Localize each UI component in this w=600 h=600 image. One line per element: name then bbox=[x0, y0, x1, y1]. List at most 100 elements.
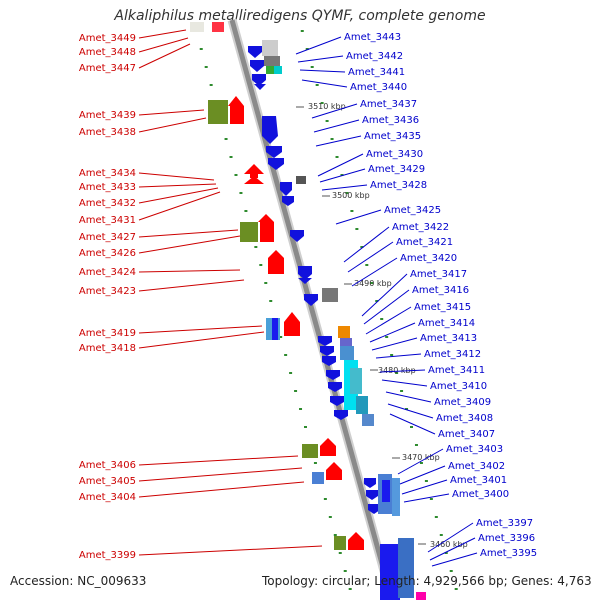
gene-arrow[interactable] bbox=[252, 74, 266, 86]
gene-label-plus[interactable]: Amet_3405 bbox=[79, 476, 136, 487]
gene-arrow[interactable] bbox=[244, 176, 264, 184]
gene-label-plus[interactable]: Amet_3427 bbox=[79, 232, 136, 243]
gene-block[interactable] bbox=[340, 338, 352, 346]
gene-label-minus[interactable]: Amet_3407 bbox=[438, 429, 495, 440]
gene-arrow[interactable] bbox=[290, 230, 304, 242]
gene-label-minus[interactable]: Amet_3413 bbox=[420, 333, 477, 344]
gene-block[interactable] bbox=[392, 478, 400, 516]
gene-label-minus[interactable]: Amet_3440 bbox=[350, 82, 407, 93]
gene-block[interactable] bbox=[340, 346, 354, 360]
gene-label-minus[interactable]: Amet_3441 bbox=[348, 67, 405, 78]
gene-arrow[interactable] bbox=[284, 312, 300, 322]
gene-arrow[interactable] bbox=[330, 396, 344, 406]
gene-arrow[interactable] bbox=[268, 250, 284, 258]
gene-block[interactable] bbox=[284, 322, 300, 336]
gene-label-minus[interactable]: Amet_3401 bbox=[450, 475, 507, 486]
gene-label-plus[interactable]: Amet_3418 bbox=[79, 343, 136, 354]
gene-arrow[interactable] bbox=[258, 214, 274, 222]
gene-label-minus[interactable]: Amet_3428 bbox=[370, 180, 427, 191]
gene-label-minus[interactable]: Amet_3435 bbox=[364, 131, 421, 142]
gene-arrow[interactable] bbox=[348, 532, 364, 540]
gene-arrow[interactable] bbox=[248, 46, 262, 58]
gene-label-minus[interactable]: Amet_3437 bbox=[360, 99, 417, 110]
gene-arrow[interactable] bbox=[368, 504, 380, 514]
gene-block[interactable] bbox=[296, 176, 306, 184]
gene-block[interactable] bbox=[262, 40, 278, 56]
gene-block[interactable] bbox=[302, 444, 318, 458]
gene-label-plus[interactable]: Amet_3432 bbox=[79, 198, 136, 209]
gene-label-minus[interactable]: Amet_3421 bbox=[396, 237, 453, 248]
gene-label-plus[interactable]: Amet_3406 bbox=[79, 460, 136, 471]
gene-arrow[interactable] bbox=[364, 478, 376, 488]
gene-arrow[interactable] bbox=[268, 158, 284, 170]
gene-block[interactable] bbox=[266, 66, 274, 74]
gene-arrow[interactable] bbox=[322, 356, 336, 366]
gene-arrow[interactable] bbox=[304, 294, 318, 306]
gene-block[interactable] bbox=[322, 288, 338, 302]
gene-label-minus[interactable]: Amet_3414 bbox=[418, 318, 475, 329]
gene-block[interactable] bbox=[268, 258, 284, 274]
gene-block[interactable] bbox=[380, 544, 400, 600]
gene-block[interactable] bbox=[416, 592, 426, 600]
gene-label-minus[interactable]: Amet_3408 bbox=[436, 413, 493, 424]
gene-block[interactable] bbox=[240, 222, 258, 242]
gene-block[interactable] bbox=[348, 540, 364, 550]
gene-label-minus[interactable]: Amet_3430 bbox=[366, 149, 423, 160]
gene-label-minus[interactable]: Amet_3410 bbox=[430, 381, 487, 392]
gene-label-minus[interactable]: Amet_3411 bbox=[428, 365, 485, 376]
gene-arrow[interactable] bbox=[244, 164, 264, 178]
gene-block[interactable] bbox=[260, 222, 274, 242]
gene-arrow[interactable] bbox=[334, 410, 348, 420]
gene-block[interactable] bbox=[208, 100, 228, 124]
gene-arrow[interactable] bbox=[280, 182, 292, 196]
gene-block[interactable] bbox=[334, 536, 346, 550]
gene-arrow[interactable] bbox=[250, 60, 264, 72]
gene-label-minus[interactable]: Amet_3412 bbox=[424, 349, 481, 360]
gene-label-plus[interactable]: Amet_3431 bbox=[79, 215, 136, 226]
gene-label-plus[interactable]: Amet_3399 bbox=[79, 550, 136, 561]
gene-block[interactable] bbox=[338, 326, 350, 338]
gene-label-plus[interactable]: Amet_3419 bbox=[79, 328, 136, 339]
gene-arrow[interactable] bbox=[320, 438, 336, 446]
gene-label-plus[interactable]: Amet_3424 bbox=[79, 267, 136, 278]
gene-block[interactable] bbox=[274, 66, 282, 74]
gene-label-plus[interactable]: Amet_3438 bbox=[79, 127, 136, 138]
gene-label-plus[interactable]: Amet_3449 bbox=[79, 33, 136, 44]
gene-label-minus[interactable]: Amet_3425 bbox=[384, 205, 441, 216]
gene-label-plus[interactable]: Amet_3426 bbox=[79, 248, 136, 259]
gene-label-minus[interactable]: Amet_3436 bbox=[362, 115, 419, 126]
gene-arrow[interactable] bbox=[262, 116, 278, 144]
gene-arrow[interactable] bbox=[254, 84, 266, 90]
gene-label-minus[interactable]: Amet_3442 bbox=[346, 51, 403, 62]
gene-label-plus[interactable]: Amet_3433 bbox=[79, 182, 136, 193]
gene-block[interactable] bbox=[320, 446, 336, 456]
gene-label-minus[interactable]: Amet_3395 bbox=[480, 548, 537, 559]
gene-label-minus[interactable]: Amet_3420 bbox=[400, 253, 457, 264]
gene-arrow[interactable] bbox=[328, 382, 342, 392]
gene-arrow[interactable] bbox=[318, 336, 332, 346]
gene-block[interactable] bbox=[190, 22, 204, 32]
gene-arrow[interactable] bbox=[320, 346, 334, 356]
gene-label-minus[interactable]: Amet_3416 bbox=[412, 285, 469, 296]
gene-label-plus[interactable]: Amet_3439 bbox=[79, 110, 136, 121]
gene-label-minus[interactable]: Amet_3415 bbox=[414, 302, 471, 313]
gene-label-minus[interactable]: Amet_3409 bbox=[434, 397, 491, 408]
gene-label-minus[interactable]: Amet_3397 bbox=[476, 518, 533, 529]
gene-block[interactable] bbox=[212, 22, 224, 32]
gene-block[interactable] bbox=[356, 396, 368, 414]
gene-label-minus[interactable]: Amet_3443 bbox=[344, 32, 401, 43]
gene-label-plus[interactable]: Amet_3404 bbox=[79, 492, 136, 503]
gene-block[interactable] bbox=[230, 106, 244, 124]
gene-block[interactable] bbox=[382, 480, 390, 502]
gene-block[interactable] bbox=[264, 56, 280, 66]
gene-block[interactable] bbox=[326, 470, 342, 480]
gene-label-minus[interactable]: Amet_3396 bbox=[478, 533, 535, 544]
gene-label-minus[interactable]: Amet_3403 bbox=[446, 444, 503, 455]
gene-label-plus[interactable]: Amet_3447 bbox=[79, 63, 136, 74]
gene-block[interactable] bbox=[398, 538, 414, 598]
gene-arrow[interactable] bbox=[282, 196, 294, 206]
gene-label-minus[interactable]: Amet_3429 bbox=[368, 164, 425, 175]
gene-arrow[interactable] bbox=[326, 462, 342, 470]
gene-label-minus[interactable]: Amet_3400 bbox=[452, 489, 509, 500]
gene-label-plus[interactable]: Amet_3434 bbox=[79, 168, 136, 179]
